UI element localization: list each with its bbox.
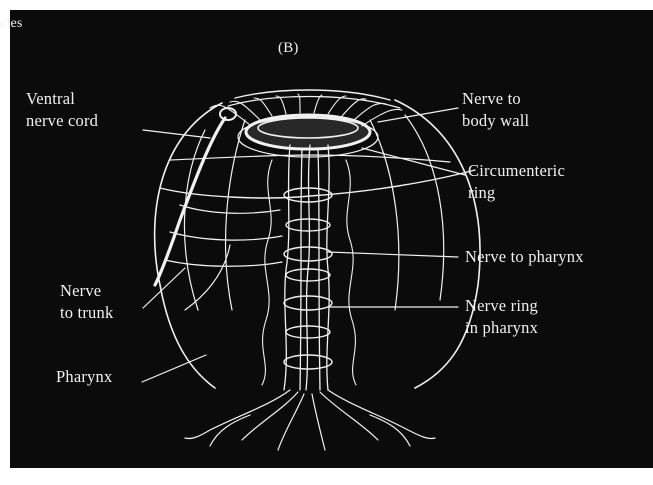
body-wall-line bbox=[184, 130, 205, 310]
figure-letter: (B) bbox=[278, 37, 299, 59]
label-nerve-ring-in-pharynx: Nerve ring in pharynx bbox=[465, 295, 538, 339]
label-nerve-to-pharynx: Nerve to pharynx bbox=[465, 246, 584, 268]
pharynx-base-strands bbox=[185, 390, 435, 450]
page-header-fragment: cles bbox=[0, 13, 23, 35]
label-ventral-nerve-cord: Ventral nerve cord bbox=[26, 88, 98, 132]
body-wall-line-2 bbox=[226, 120, 245, 310]
pharynx-nerve-rings bbox=[284, 188, 332, 369]
circumenteric-ring bbox=[160, 170, 475, 198]
pharynx-outline-right bbox=[395, 100, 480, 388]
label-circumenteric-ring: Circumenteric ring bbox=[468, 160, 565, 204]
pharynx-nervous-system-illustration bbox=[10, 10, 653, 468]
pharynx-column bbox=[284, 145, 329, 390]
label-nerve-to-body-wall: Nerve to body wall bbox=[462, 88, 529, 132]
label-pharynx: Pharynx bbox=[56, 366, 112, 388]
body-wall-line-3 bbox=[370, 120, 399, 310]
pharynx-outline bbox=[155, 103, 222, 388]
diagram-panel: (B) Ventral nerve cord Nerve to body wal… bbox=[10, 10, 653, 468]
label-nerve-to-trunk: Nerve to trunk bbox=[60, 280, 113, 324]
body-wall-line-4 bbox=[405, 115, 444, 300]
nerve-ring-top bbox=[246, 115, 370, 149]
